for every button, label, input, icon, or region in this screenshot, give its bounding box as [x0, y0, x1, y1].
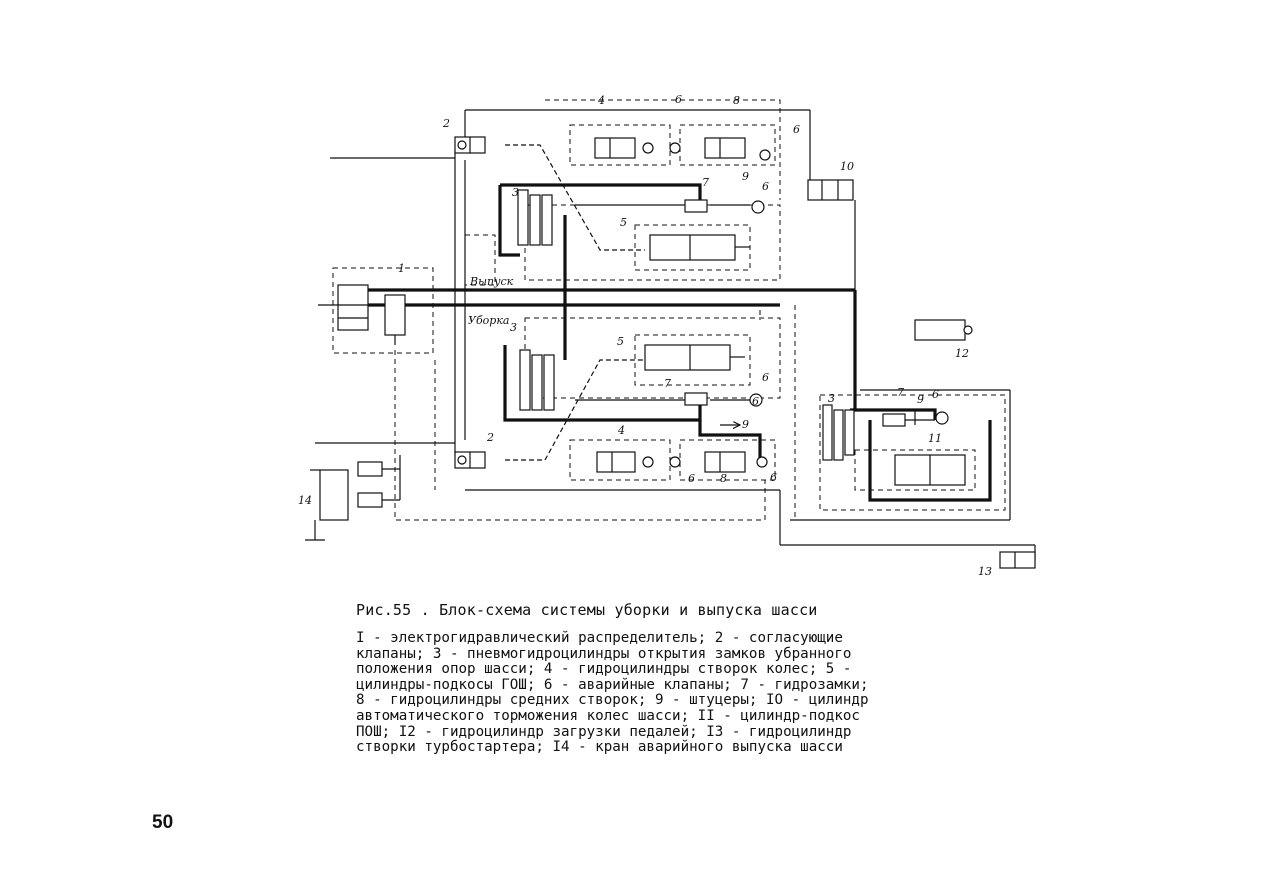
- label-9-top: 9: [742, 170, 749, 183]
- legend-line: положения опор шасси; 4 - гидроцилиндры …: [356, 661, 852, 678]
- legend-line: клапаны; 3 - пневмогидроцилиндры открыти…: [356, 645, 852, 662]
- component-labels: 1 2 2 3 3 3 4 4 5 5 6 6 6 6 6 6 6 6 7 7 …: [298, 93, 992, 578]
- lock-cylinders-3-right: [822, 404, 855, 461]
- label-6-a: 6: [675, 93, 682, 106]
- label-5-bottom: 5: [617, 335, 624, 348]
- label-4-top: 4: [597, 94, 605, 107]
- legend-line: автоматического торможения колес шасси; …: [356, 707, 860, 724]
- brace-cylinder-11: [894, 454, 966, 486]
- brace-cylinder-5-top: [649, 234, 750, 261]
- line-label-vypusk: Выпуск: [469, 275, 514, 288]
- label-3-top: 3: [512, 186, 519, 199]
- matching-valve-2-top: [454, 136, 486, 154]
- label-5-top: 5: [620, 216, 627, 229]
- label-13: 13: [978, 565, 992, 578]
- label-7-a: 7: [702, 176, 709, 189]
- label-2-top: 2: [442, 117, 450, 130]
- label-8-bottom: 8: [720, 472, 727, 485]
- label-14: 14: [298, 494, 312, 507]
- figure-caption-title: Рис.55 . Блок-схема системы уборки и вып…: [356, 601, 818, 619]
- label-9-right: 9: [917, 393, 924, 406]
- label-6-h: 6: [752, 395, 759, 408]
- main-hydraulic-lines: [360, 183, 992, 502]
- emergency-crane-14: [305, 455, 401, 541]
- line-label-uborka: Уборка: [468, 314, 509, 327]
- lock-cylinders-3-top: [517, 189, 553, 246]
- legend-line: цилиндры-подкосы ГОШ; 6 - аварийные клап…: [356, 676, 869, 693]
- hydro-locks-7: [684, 199, 906, 427]
- legend-line: ПОШ; I2 - гидроцилиндр загрузки педалей;…: [356, 723, 852, 740]
- mid-door-cylinder-8-bottom: [704, 451, 746, 473]
- label-9-bottom: 9: [742, 418, 749, 431]
- label-6-b: 6: [793, 123, 800, 136]
- label-6-c: 6: [762, 180, 769, 193]
- legend-line: створки турбостартера; I4 - кран аварийн…: [356, 739, 843, 756]
- pedal-cylinder-12: [914, 319, 973, 341]
- landing-gear-block-diagram: 1 2 2 3 3 3 4 4 5 5 6 6 6 6 6 6 6 6 7 7 …: [298, 93, 1036, 578]
- label-6-e: 6: [688, 472, 695, 485]
- distributor-1: [318, 284, 406, 345]
- legend-line: I - электрогидравлический распределитель…: [356, 630, 843, 646]
- emergency-valves-6: [669, 142, 949, 468]
- thin-hydraulic-lines: [315, 109, 1036, 560]
- label-7-c: 7: [897, 386, 904, 399]
- label-6-g: 6: [932, 388, 939, 401]
- label-3-right: 3: [828, 392, 835, 405]
- label-4-bottom: 4: [617, 424, 625, 437]
- wheel-door-cylinder-4-top: [594, 137, 654, 159]
- label-11: 11: [928, 432, 942, 445]
- wheel-door-cylinder-4-bottom: [596, 451, 654, 473]
- mid-door-cylinder-8-top: [704, 137, 746, 159]
- label-6-f: 6: [770, 471, 777, 484]
- brake-cylinder-10: [807, 179, 854, 201]
- label-3-bottom: 3: [510, 321, 517, 334]
- label-1: 1: [398, 262, 405, 275]
- page-number: 50: [152, 812, 174, 833]
- label-10: 10: [840, 160, 854, 173]
- brace-cylinder-5-bottom: [644, 344, 745, 371]
- label-6-d: 6: [762, 371, 769, 384]
- label-12: 12: [955, 347, 969, 360]
- label-8-top: 8: [733, 94, 740, 107]
- figure-legend: I - электрогидравлический распределитель…: [356, 630, 1076, 756]
- turbostarter-cylinder-13: [999, 551, 1036, 569]
- label-7-b: 7: [664, 377, 671, 390]
- label-2-bottom: 2: [486, 431, 494, 444]
- lock-cylinders-3-bottom: [519, 349, 555, 411]
- matching-valve-2-bottom: [454, 451, 486, 469]
- legend-line: 8 - гидроцилиндры средних створок; 9 - ш…: [356, 692, 869, 709]
